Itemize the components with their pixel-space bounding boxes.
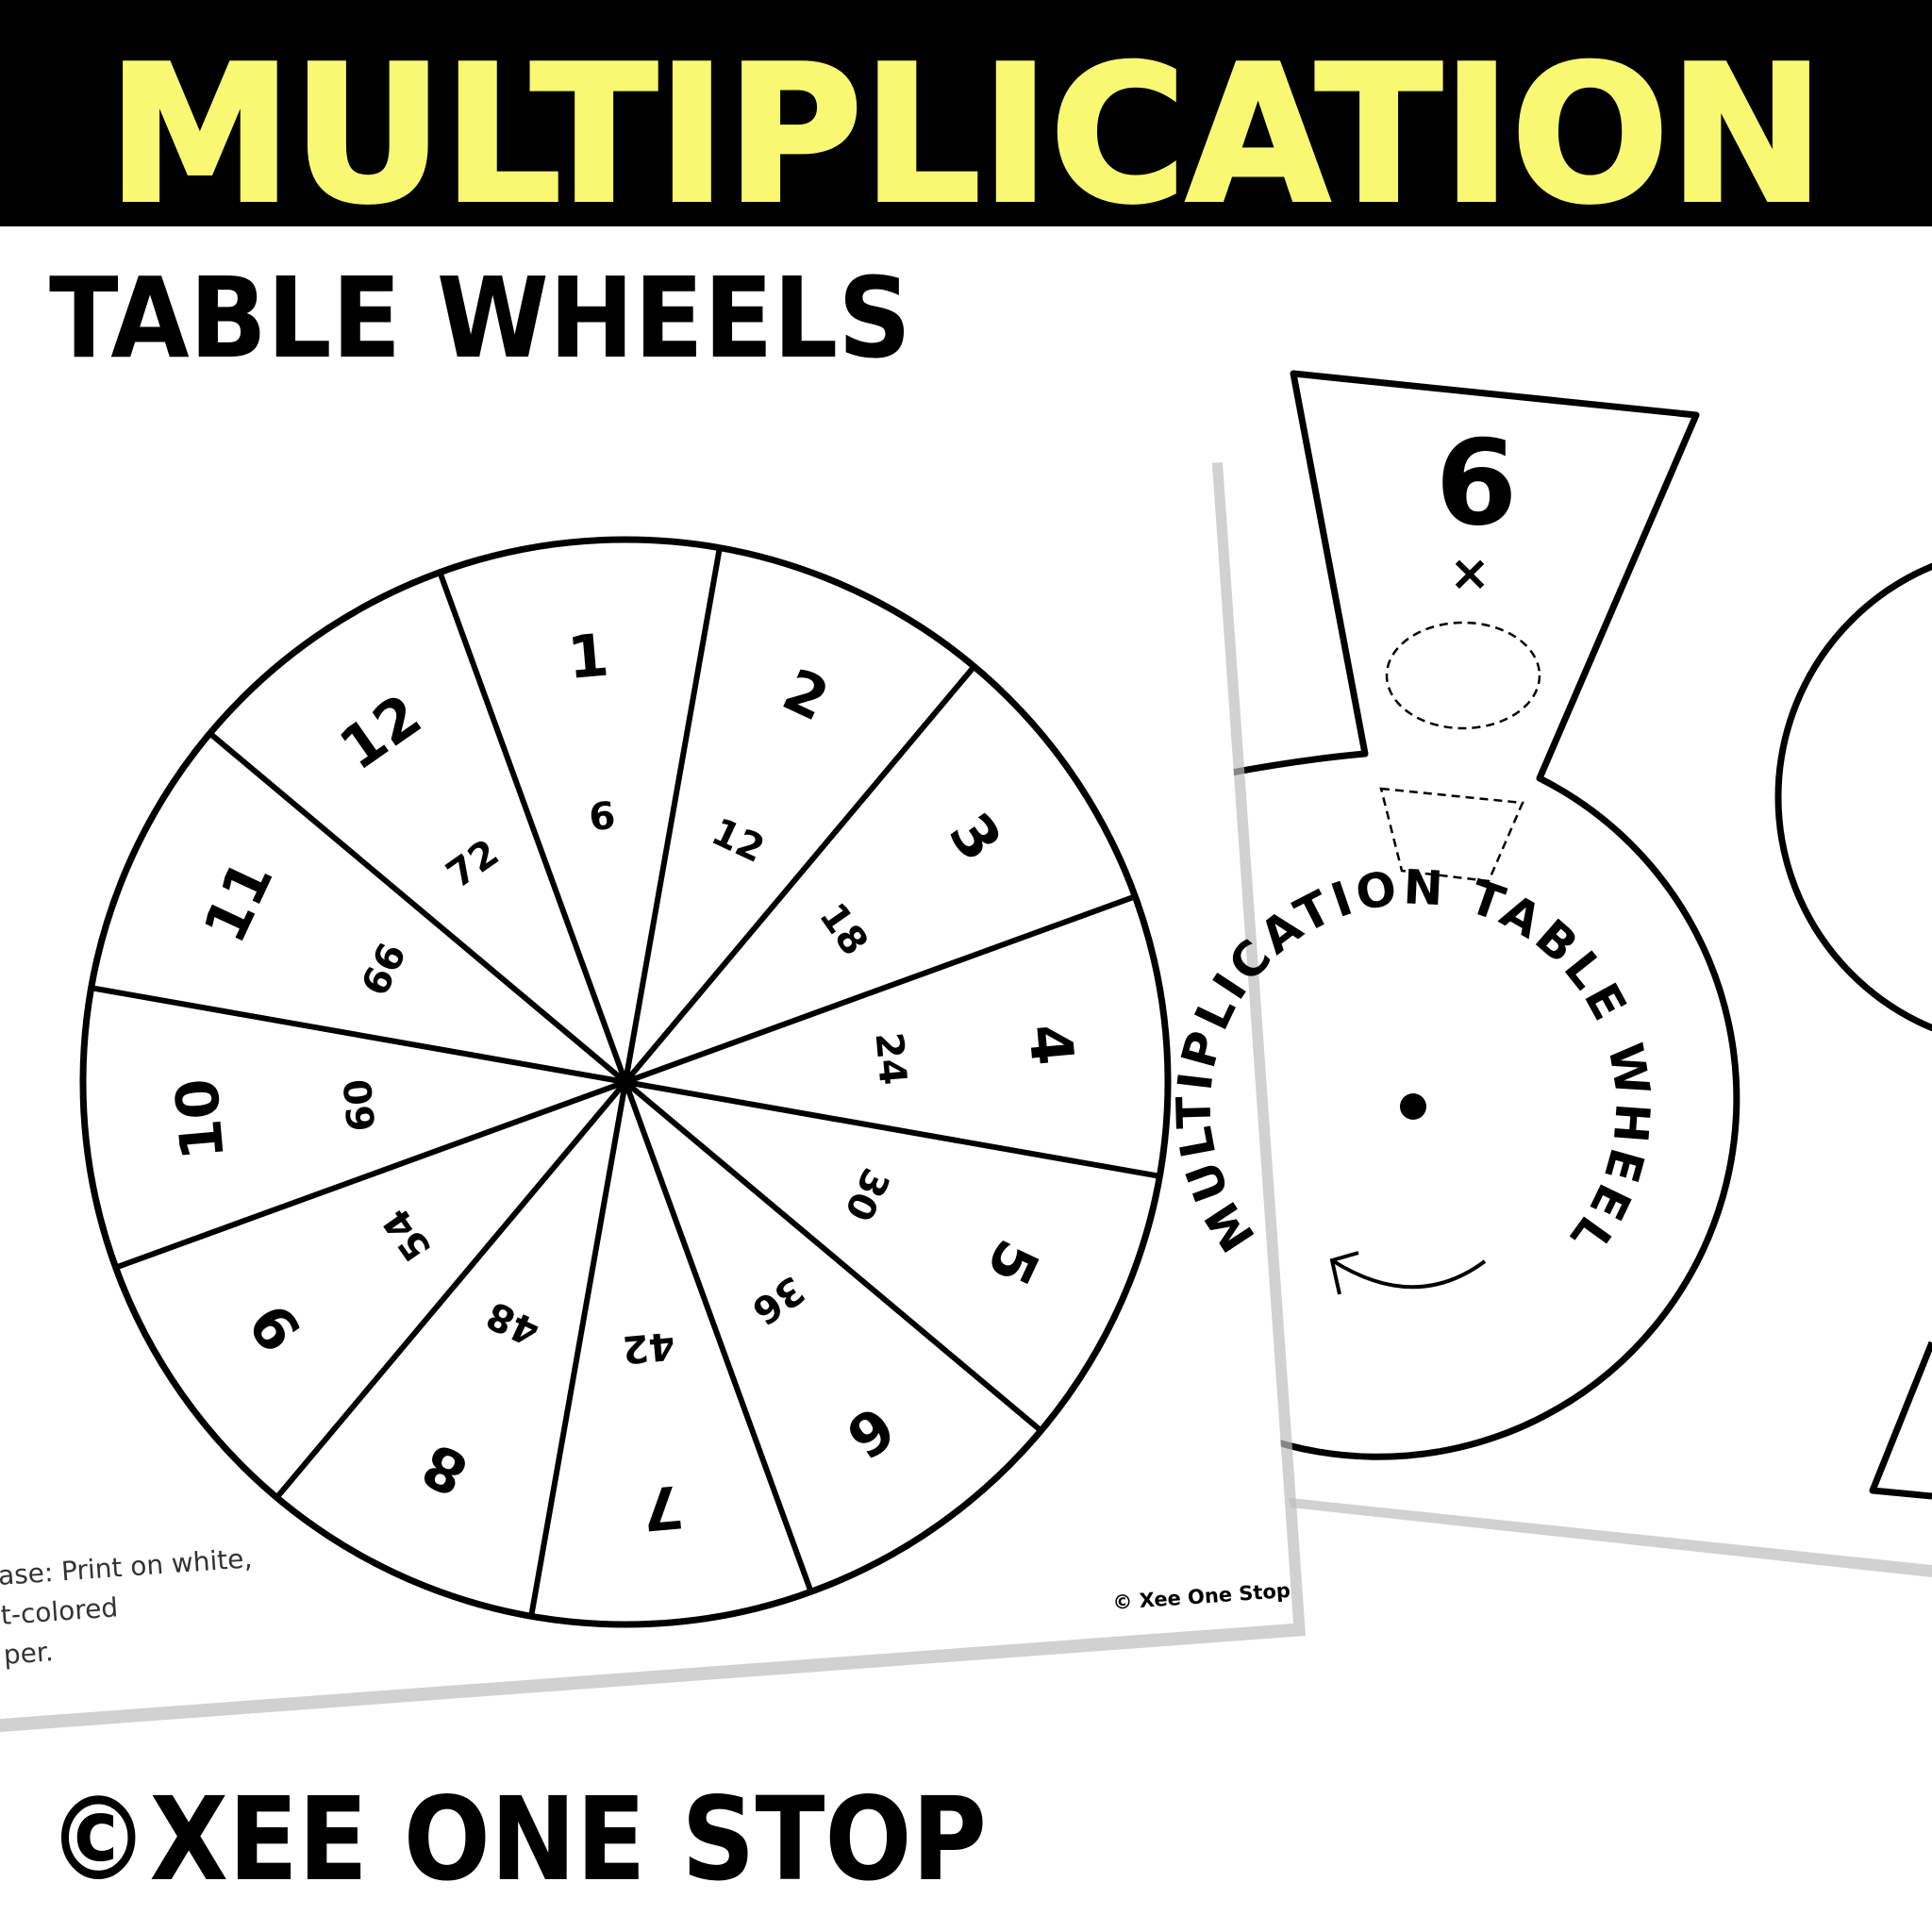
- sector-outer-number: 1: [565, 620, 611, 691]
- sector-outer-number: 10: [162, 1075, 238, 1162]
- subtitle: TABLE WHEELS: [49, 253, 911, 383]
- partial-pointer-right: [1869, 1341, 1932, 1500]
- sector-divider: [623, 664, 976, 1084]
- sector-divider: [623, 547, 723, 1083]
- sector-divider: [275, 1080, 628, 1500]
- sector-product: 42: [621, 1324, 676, 1372]
- sector-divider: [624, 1079, 1043, 1433]
- sector-divider: [623, 1080, 814, 1593]
- sector-divider: [437, 571, 628, 1084]
- multiply-sign: ×: [1449, 545, 1491, 602]
- center-pin-dot-icon: [1400, 1093, 1426, 1120]
- dashed-trapezoid-window-icon: [1379, 787, 1524, 883]
- title-banner: [0, 0, 1932, 226]
- sector-outer-number: 4: [1015, 1022, 1087, 1068]
- sector-divider: [91, 985, 626, 1085]
- rotate-arrow-icon: [1329, 1251, 1487, 1295]
- footer-brand: ©XEE ONE STOP: [47, 1773, 987, 1907]
- factor-label: 6: [1436, 415, 1518, 552]
- sector-divider: [114, 1079, 627, 1271]
- sector-divider: [625, 1079, 1160, 1179]
- banner-title: MULTIPLICATION: [108, 25, 1824, 245]
- sector-divider: [208, 731, 627, 1085]
- note-line: per.: [3, 1636, 55, 1671]
- sector-product: 60: [337, 1077, 385, 1133]
- dashed-oval-cutout-icon: [1385, 621, 1541, 730]
- sector-divider: [528, 1081, 628, 1617]
- sector-product: 24: [867, 1031, 915, 1087]
- sector-outer-number: 7: [640, 1472, 686, 1543]
- partial-circle-right: [1774, 562, 1932, 1032]
- sector-product: 6: [588, 794, 618, 840]
- sector-divider: [624, 893, 1137, 1085]
